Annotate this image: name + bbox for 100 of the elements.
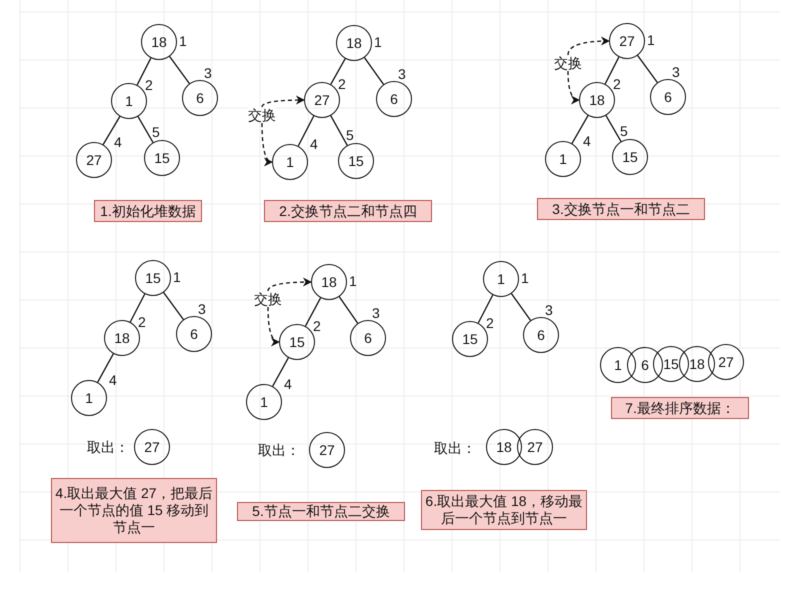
index-number: 2 (313, 318, 321, 334)
tree-edge (364, 57, 384, 85)
tree-edge (304, 298, 322, 326)
heap-node-circle: 6 (350, 320, 386, 356)
index-number: 1 (374, 34, 382, 50)
index-number: 3 (198, 301, 206, 317)
index-number: 3 (545, 302, 553, 318)
index-number: 3 (372, 305, 380, 321)
swap-arrow (261, 123, 273, 166)
heap-node-circle: 1 (600, 347, 636, 383)
heap-node-circle: 15 (612, 139, 648, 175)
heap-node-circle: 6 (376, 81, 412, 117)
index-number: 2 (486, 315, 494, 331)
index-number: 4 (114, 134, 122, 150)
swap-arrow (267, 307, 280, 346)
index-number: 1 (173, 269, 181, 285)
heap-node-circle: 15 (279, 324, 315, 360)
heap-node-circle: 1 (246, 384, 282, 420)
heap-node-circle: 6 (627, 347, 663, 383)
heap-node-circle: 15 (452, 321, 488, 357)
tree-edge (130, 294, 146, 322)
heap-node-circle: 27 (609, 23, 645, 59)
tree-edge (298, 116, 314, 146)
tree-edge (510, 293, 532, 321)
index-number: 5 (346, 127, 354, 143)
tree-edge (605, 115, 622, 142)
heap-node-circle: 6 (650, 79, 686, 115)
index-number: 5 (152, 124, 160, 140)
heap-node-circle: 18 (141, 24, 177, 60)
heap-node-circle: 1 (483, 261, 519, 297)
tree-edge (571, 115, 589, 144)
step-caption-box: 7.最终排序数据： (611, 397, 749, 419)
index-number: 1 (521, 270, 529, 286)
swap-label: 交换 (248, 107, 276, 123)
tree-edge (137, 116, 154, 143)
take-out-label: 取出： (434, 440, 476, 456)
heap-node-circle: 18 (104, 320, 140, 356)
tree-edge (97, 353, 114, 383)
swap-label: 交换 (554, 55, 582, 71)
heap-node-circle: 6 (176, 316, 212, 352)
step-caption-box: 5.节点一和节点二交换 (237, 502, 405, 520)
heap-node-circle: 27 (134, 429, 170, 465)
step-caption-box: 4.取出最大值 27，把最后一个节点的值 15 移动到节点一 (51, 478, 217, 542)
heap-node-circle: 1 (111, 83, 147, 119)
heap-node-circle: 15 (144, 140, 180, 176)
tree-edge (163, 292, 184, 320)
heap-node-circle: 6 (182, 80, 218, 116)
index-number: 2 (145, 77, 153, 93)
heap-node-circle: 27 (76, 142, 112, 178)
heap-node-circle: 15 (338, 143, 374, 179)
heap-node-circle: 18 (679, 346, 715, 382)
tree-edge (272, 357, 289, 387)
index-number: 4 (310, 136, 318, 152)
heap-node-circle: 27 (517, 429, 553, 465)
index-number: 2 (613, 76, 621, 92)
swap-arrow (567, 70, 580, 104)
heap-node-circle: 18 (579, 82, 615, 118)
tree-edge (102, 116, 120, 145)
take-out-label: 取出： (87, 439, 129, 455)
tree-edge (338, 296, 358, 324)
step-caption-box: 6.取出最大值 18，移动最后一个节点到节点一 (421, 490, 587, 530)
swap-arrow (267, 278, 312, 292)
heap-node-circle: 18 (311, 264, 347, 300)
step-caption-box: 2.交换节点二和节点四 (264, 200, 432, 222)
index-number: 2 (138, 314, 146, 330)
index-number: 3 (204, 65, 212, 81)
index-number: 1 (349, 273, 357, 289)
swap-arrow (567, 36, 610, 56)
heap-node-circle: 6 (523, 317, 559, 353)
index-number: 4 (284, 376, 292, 392)
heap-node-circle: 1 (272, 144, 308, 180)
heap-node-circle: 15 (135, 260, 171, 296)
index-number: 5 (620, 123, 628, 139)
tree-edge (478, 294, 494, 324)
heap-node-circle: 27 (309, 432, 345, 468)
tree-edge (330, 58, 346, 85)
index-number: 1 (179, 33, 187, 49)
index-number: 3 (672, 64, 680, 80)
step-caption-box: 3.交换节点一和节点二 (537, 198, 705, 220)
tree-edge (330, 115, 348, 146)
heap-node-circle: 27 (708, 344, 744, 380)
swap-arrow (261, 96, 305, 108)
index-number: 1 (647, 32, 655, 48)
heap-node-circle: 1 (545, 141, 581, 177)
heap-node-circle: 18 (336, 25, 372, 61)
tree-edge (169, 56, 190, 84)
take-out-label: 取出： (258, 442, 300, 458)
tree-edge (604, 56, 620, 84)
index-number: 4 (109, 372, 117, 388)
index-number: 3 (398, 66, 406, 82)
heap-node-circle: 18 (486, 429, 522, 465)
index-number: 4 (583, 133, 591, 149)
heap-node-circle: 15 (653, 346, 689, 382)
step-caption-box: 1.初始化堆数据 (94, 200, 202, 222)
heap-node-circle: 27 (304, 82, 340, 118)
tree-edge (637, 55, 658, 83)
index-number: 2 (338, 76, 346, 92)
tree-edge (136, 58, 152, 86)
swap-label: 交换 (254, 291, 282, 307)
heap-node-circle: 1 (71, 380, 107, 416)
